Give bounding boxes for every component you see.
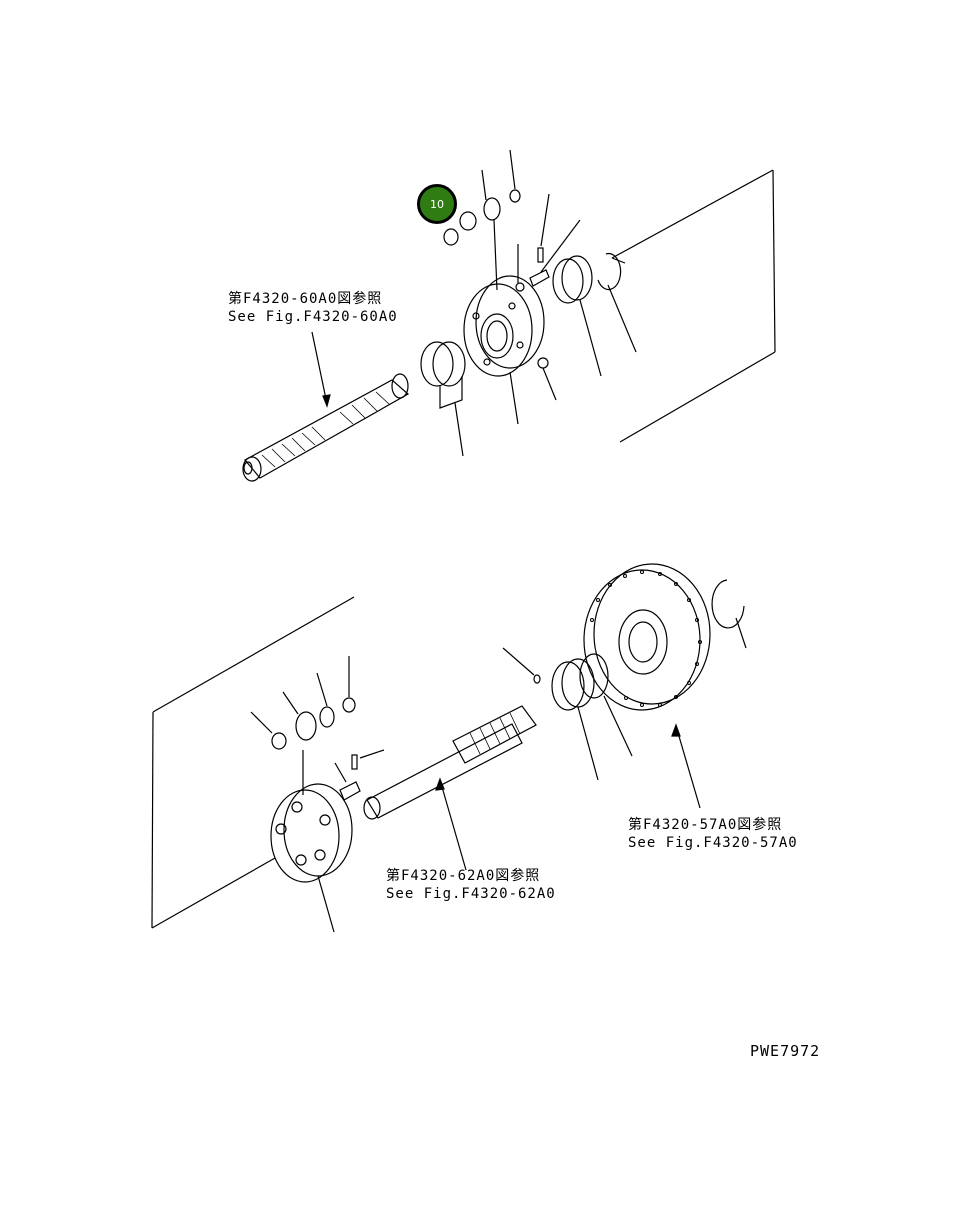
top-snap-rings: [420, 341, 466, 457]
part-callout-badge[interactable]: 10: [417, 184, 457, 224]
reference-label-right: 第F4320-57A0図参照 See Fig.F4320-57A0: [628, 816, 798, 852]
drawing-code: PWE7972: [750, 1042, 821, 1060]
reference-right-japanese: 第F4320-57A0図参照: [628, 817, 783, 833]
bottom-circlip: [711, 579, 747, 649]
reference-right-english: See Fig.F4320-57A0: [628, 835, 798, 851]
bottom-small-parts: [250, 647, 541, 801]
bottom-flange: [270, 750, 353, 933]
reference-middle-japanese: 第F4320-62A0図参照: [386, 868, 541, 884]
bottom-long-shaft: [363, 705, 537, 871]
bottom-rings: [551, 653, 633, 781]
reference-middle-english: See Fig.F4320-62A0: [386, 886, 556, 902]
reference-label-middle: 第F4320-62A0図参照 See Fig.F4320-62A0: [386, 867, 556, 903]
part-callout-number: 10: [430, 197, 444, 211]
top-splined-shaft: [242, 373, 410, 482]
top-carrier-plate: [463, 275, 545, 425]
top-assembly: [242, 149, 776, 482]
reference-top-english: See Fig.F4320-60A0: [228, 309, 398, 325]
bottom-assembly: [151, 563, 747, 933]
reference-top-japanese: 第F4320-60A0図参照: [228, 291, 383, 307]
reference-label-top: 第F4320-60A0図参照 See Fig.F4320-60A0: [228, 290, 398, 326]
top-bearing-ring: [552, 252, 637, 377]
bottom-drum: [583, 563, 711, 711]
top-small-parts: [443, 149, 581, 401]
